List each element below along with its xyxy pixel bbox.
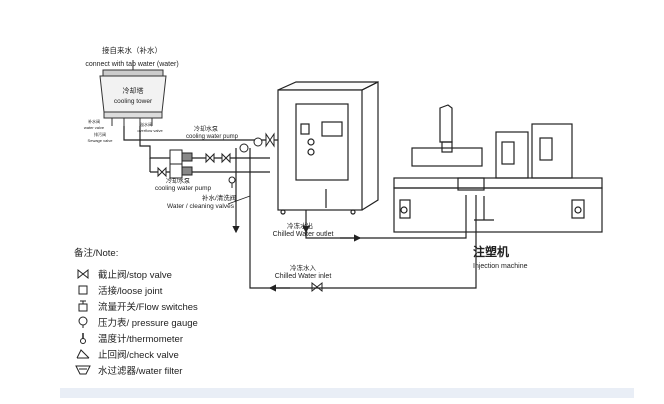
valves-label-cn: 补水/清洗阀 (202, 193, 236, 202)
outlet-label-en: Chilled Water outlet (273, 231, 334, 238)
stop-valve-icon (77, 268, 89, 280)
tower-small-left2-cn: 排污阀 (94, 131, 106, 137)
loose-joint-icon (78, 285, 88, 295)
injection-label-cn: 注塑机 (473, 244, 509, 259)
chilled-piping (232, 175, 477, 292)
chiller-unit (277, 81, 379, 215)
pump1-label-cn: 冷却水泵 (194, 125, 218, 133)
cooling-tower (99, 60, 167, 126)
legend-label: 压力表/ pressure gauge (98, 318, 198, 329)
cooling-pump-1 (169, 149, 193, 165)
tower-small-right-cn: 溢水阀 (140, 121, 152, 127)
tower-small-left-en: water valve (84, 125, 105, 130)
legend-label: 流量开关/Flow switches (98, 302, 198, 313)
legend-label: 水过滤器/water filter (98, 366, 183, 377)
legend-label: 截止阀/stop valve (98, 270, 172, 281)
outlet-label-cn: 冷冻水出 (287, 221, 313, 230)
legend-label: 活接/loose joint (98, 286, 163, 297)
inlet-label-en: Chilled Water inlet (275, 273, 332, 280)
tower-small-right-en: overflow valve (137, 128, 163, 133)
check-valve-icon (76, 349, 90, 359)
pressure-gauge-icon (239, 137, 263, 153)
stop-valve-icon (157, 132, 323, 293)
legend-row-loose-joint: 活接/loose joint (74, 282, 274, 298)
water-filter-icon (75, 365, 91, 375)
thermometer-icon (80, 333, 86, 344)
legend-row-flow-switch: 流量开关/Flow switches (74, 298, 274, 314)
pressure-gauge-icon (78, 316, 88, 328)
legend-row-thermometer: 温度计/thermometer (74, 330, 274, 346)
tower-top-label-cn: 接自来水（补水） (102, 45, 162, 55)
legend: 备注/Note: 截止阀/stop valve 活接/loose joint 流… (74, 245, 274, 378)
legend-row-check-valve: 止回阀/check valve (74, 346, 274, 362)
injection-label-en: Injection machine (473, 263, 528, 270)
tower-small-left-cn: 补水阀 (88, 118, 100, 124)
legend-row-stop-valve: 截止阀/stop valve (74, 266, 274, 282)
legend-label: 温度计/thermometer (98, 334, 183, 345)
legend-row-pressure-gauge: 压力表/ pressure gauge (74, 314, 274, 330)
cooling-pump-2 (169, 163, 193, 179)
inlet-label-cn: 冷冻水入 (290, 263, 317, 272)
thermometer-icon (228, 176, 236, 188)
flow-switch-icon (78, 300, 88, 312)
legend-title: 备注/Note: (74, 248, 119, 259)
tower-name-en: cooling tower (114, 98, 153, 105)
pump2-label-en: cooling water pump (155, 185, 212, 192)
bottom-band (60, 388, 634, 398)
injection-machine (393, 104, 603, 233)
tower-small-left2-en: Sewage valve (88, 138, 114, 143)
legend-label: 止回阀/check valve (98, 350, 179, 361)
tower-top-label-en: connect with tap water (water) (85, 61, 178, 68)
pump2-label-cn: 冷却水泵 (166, 177, 190, 185)
legend-row-water-filter: 水过滤器/water filter (74, 362, 274, 378)
pump1-label-en: cooling water pump (186, 134, 239, 140)
tower-name-cn: 冷却塔 (123, 86, 144, 95)
valves-label-en: Water / cleaning valves (167, 203, 235, 210)
